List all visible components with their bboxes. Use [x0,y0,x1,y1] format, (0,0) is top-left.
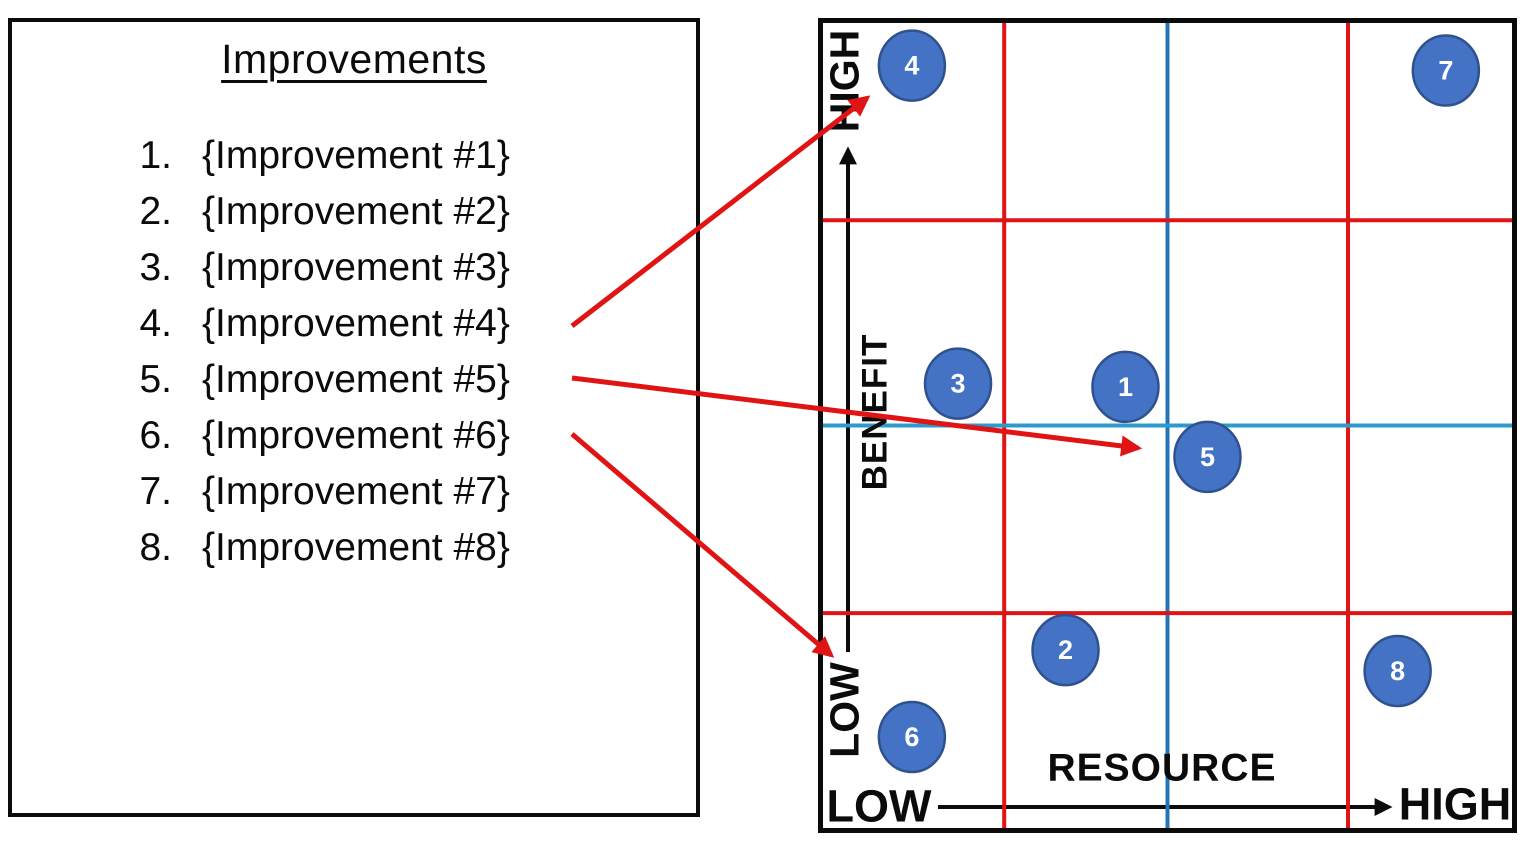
circle-number: 1 [1118,372,1133,402]
matrix-grid: 1 2 3 4 5 6 7 8 [823,23,1512,828]
item-number: 8. [139,526,172,569]
circle-shape [1363,634,1432,708]
improvement-item-6: 6. {Improvement #6} [12,408,696,464]
matrix-circle-1: 1 [1091,350,1160,424]
matrix-circle-3: 3 [923,347,993,420]
improvement-item-5: 5. {Improvement #5} [12,352,696,408]
circle-shape [877,29,947,102]
circle-shape [877,700,947,774]
item-label: {Improvement #6} [202,414,510,457]
y-axis-low-label: LOW [821,662,868,758]
x-axis-low-label: LOW [826,780,932,832]
benefit-resource-matrix: 1 2 3 4 5 6 7 8 HIGH BENEFIT LOW LOW RESOURCE H… [818,18,1517,833]
circle-shape [1173,420,1242,494]
item-number: 3. [139,246,172,289]
item-number: 5. [139,358,172,401]
x-axis-high-label: HIGH [1398,778,1512,830]
item-number: 7. [139,470,172,513]
item-label: {Improvement #1} [202,134,510,177]
y-axis-title: BENEFIT [855,333,895,491]
circle-number: 7 [1438,55,1453,85]
circle-number: 2 [1058,635,1073,665]
improvement-item-8: 8. {Improvement #8} [12,520,696,576]
matrix-circle-2: 2 [1031,613,1100,687]
y-axis-high-label: HIGH [821,29,868,133]
item-label: {Improvement #3} [202,246,510,289]
circle-number: 4 [904,51,919,81]
matrix-circle-4: 4 [877,29,947,102]
circle-number: 3 [951,369,966,399]
item-label: {Improvement #7} [202,470,510,513]
matrix-circle-5: 5 [1173,420,1242,494]
circle-shape [1411,34,1481,107]
item-number: 6. [139,414,172,457]
improvement-item-4: 4. {Improvement #4} [12,296,696,352]
improvement-item-2: 2. {Improvement #2} [12,184,696,240]
item-label: {Improvement #8} [202,526,510,569]
circle-number: 8 [1390,656,1405,686]
item-label: {Improvement #4} [202,302,510,345]
matrix-circle-6: 6 [877,700,947,774]
matrix-circle-7: 7 [1411,34,1481,107]
improvement-item-3: 3. {Improvement #3} [12,240,696,296]
item-label: {Improvement #2} [202,190,510,233]
matrix-circle-8: 8 [1363,634,1432,708]
improvement-item-1: 1. {Improvement #1} [12,128,696,184]
item-label: {Improvement #5} [202,358,510,401]
improvement-item-7: 7. {Improvement #7} [12,464,696,520]
improvements-title: Improvements [221,36,487,82]
circle-number: 6 [904,722,919,752]
circle-shape [1031,613,1100,687]
improvements-panel: Improvements 1. {Improvement #1} 2. {Imp… [8,18,700,817]
circle-number: 5 [1200,442,1215,472]
x-axis-title: RESOURCE [1047,746,1277,790]
item-number: 2. [139,190,172,233]
improvements-list: 1. {Improvement #1} 2. {Improvement #2} … [12,128,696,576]
item-number: 4. [139,302,172,345]
item-number: 1. [139,134,172,177]
